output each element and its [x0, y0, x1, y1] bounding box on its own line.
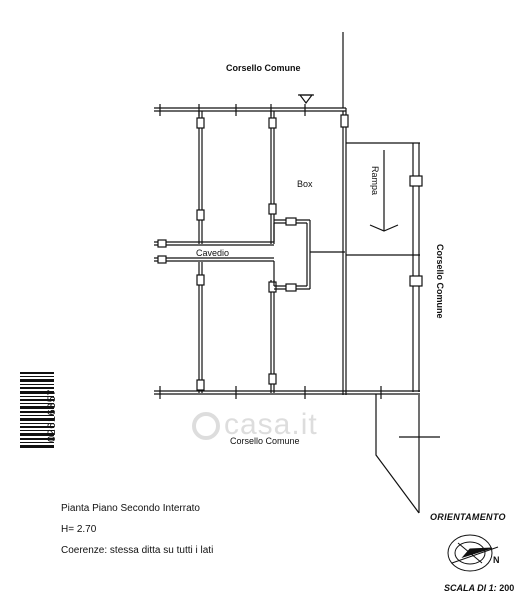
cavedio-label: Cavedio: [196, 248, 229, 258]
corridor-label-bottom: Corsello Comune: [230, 436, 300, 446]
watermark: casa.it: [192, 408, 318, 442]
north-label: N: [493, 555, 500, 565]
scale-label: SCALA DI 1: 200: [444, 583, 514, 593]
legend: Pianta Piano Secondo Interrato H= 2.70 C…: [61, 498, 213, 561]
legend-height: H= 2.70: [61, 524, 97, 535]
document-id: 02616357: [46, 389, 58, 442]
scale-value: 200: [499, 583, 515, 593]
watermark-logo-icon: [192, 412, 220, 441]
ramp-label: Rampa: [370, 166, 380, 195]
compass-icon: [447, 534, 499, 572]
corridor-label-right: Corsello Comune: [435, 244, 445, 319]
legend-coerenze: Coerenze: stessa ditta su tutti i lati: [61, 545, 214, 556]
entrance-marker-icon: [298, 94, 314, 104]
orientation-title: ORIENTAMENTO: [430, 512, 506, 522]
corridor-label-top: Corsello Comune: [226, 63, 301, 73]
box-label: Box: [297, 179, 313, 189]
scale-prefix: SCALA DI 1:: [444, 583, 497, 593]
watermark-text: casa.it: [224, 408, 318, 441]
barcode-icon: [20, 372, 54, 450]
legend-title: Pianta Piano Secondo Interrato: [61, 503, 200, 514]
